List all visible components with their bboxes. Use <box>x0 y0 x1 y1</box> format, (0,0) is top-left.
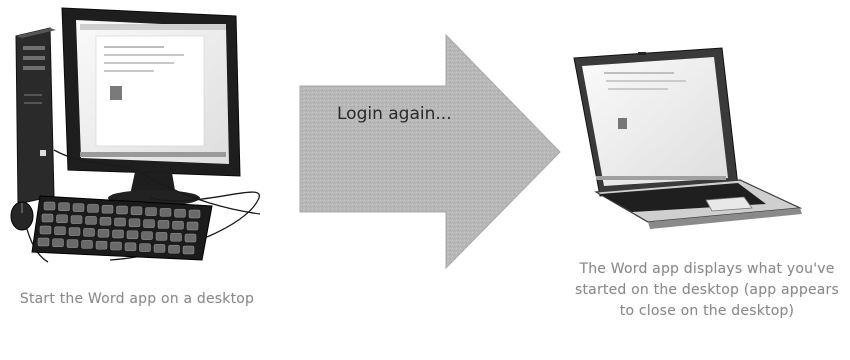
keyboard-key <box>182 245 195 255</box>
computer-tower <box>15 27 56 205</box>
keyboard-key <box>124 242 137 252</box>
keyboard-key <box>114 217 126 227</box>
keyboard-key <box>145 207 157 216</box>
keyboard-key <box>172 220 184 230</box>
keyboard-key <box>72 203 85 212</box>
keyboard-key <box>130 206 143 216</box>
keyboard-key <box>68 227 81 236</box>
keyboard-key <box>159 208 172 217</box>
keyboard-key <box>128 218 141 228</box>
keyboard-key <box>186 221 199 231</box>
desktop-caption: Start the Word app on a desktop <box>19 291 255 307</box>
keyboard-key <box>168 244 180 254</box>
keyboard-key <box>99 216 112 226</box>
laptop-icon <box>573 47 803 229</box>
keyboard-key <box>95 240 108 250</box>
keyboard-key <box>184 233 197 243</box>
laptop-caption: The Word app displays what you've starte… <box>574 261 840 319</box>
keyboard-key <box>97 228 110 238</box>
keyboard-key <box>174 208 186 218</box>
keyboard-key <box>155 232 168 241</box>
keyboard-key <box>157 220 170 229</box>
desktop-computer-icon <box>10 7 261 263</box>
keyboard-key <box>43 201 56 211</box>
keyboard-key <box>188 209 201 219</box>
keyboard-key <box>54 226 66 236</box>
keyboard-key <box>87 204 99 213</box>
keyboard-key <box>116 205 128 215</box>
keyboard-key <box>85 216 97 225</box>
keyboard-key <box>37 237 50 247</box>
keyboard-key <box>83 228 95 237</box>
keyboard-key <box>170 232 182 242</box>
keyboard-key <box>39 225 52 235</box>
keyboard-key <box>110 241 122 251</box>
keyboard-key <box>66 239 79 248</box>
right-arrow-icon <box>299 33 561 270</box>
keyboard-key <box>112 229 124 239</box>
monitor <box>61 7 241 206</box>
arrow-label: Login again... <box>337 104 452 124</box>
keyboard-key <box>41 213 54 223</box>
keyboard-key <box>143 219 155 228</box>
keyboard-key <box>101 204 114 214</box>
keyboard-key <box>56 214 68 224</box>
keyboard-key <box>139 243 151 252</box>
keyboard-key <box>52 238 64 248</box>
keyboard-key <box>81 240 93 249</box>
keyboard-key <box>70 215 83 224</box>
keyboard-icon <box>31 195 213 261</box>
mouse-icon <box>10 201 34 231</box>
keyboard-key <box>141 231 153 240</box>
keyboard-key <box>58 202 70 212</box>
keyboard-key <box>126 230 139 240</box>
keyboard-key <box>153 244 166 253</box>
